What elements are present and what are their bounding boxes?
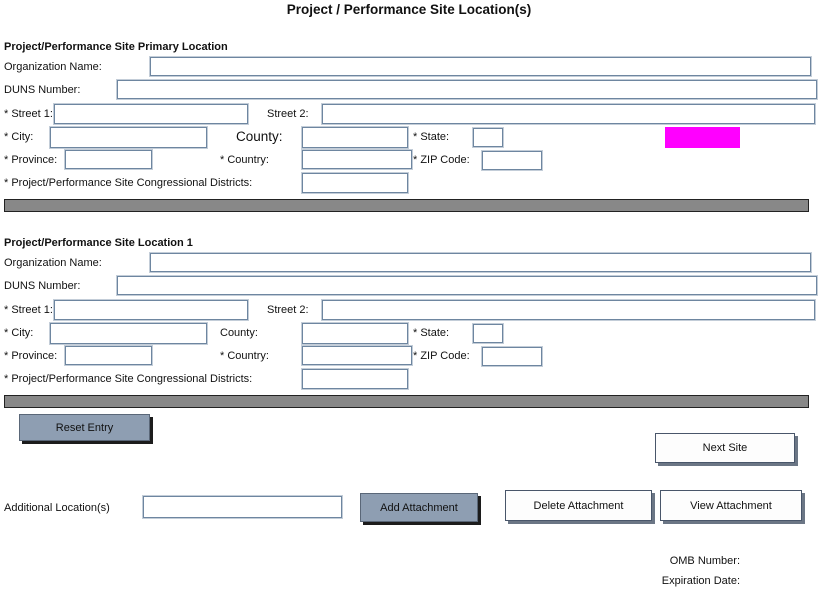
duns-number-label: DUNS Number:	[4, 280, 81, 292]
street1-label: * Street 1:	[4, 304, 53, 316]
street2-input[interactable]	[322, 104, 815, 124]
country-input[interactable]	[302, 150, 412, 169]
street2-label: Street 2:	[267, 108, 309, 120]
street1-label: * Street 1:	[4, 108, 53, 120]
omb-number-label: OMB Number:	[669, 555, 740, 567]
next-site-button[interactable]: Next Site	[655, 433, 795, 463]
zip-code-input[interactable]	[482, 347, 542, 366]
street1-input[interactable]	[54, 300, 248, 320]
delete-attachment-button[interactable]: Delete Attachment	[505, 490, 652, 521]
state-label: * State:	[413, 131, 450, 143]
duns-number-input[interactable]	[117, 276, 817, 295]
section-header-primary: Project/Performance Site Primary Locatio…	[4, 41, 228, 53]
state-input[interactable]	[473, 324, 503, 343]
congressional-districts-label: * Project/Performance Site Congressional…	[4, 177, 253, 189]
province-label: * Province:	[4, 154, 58, 166]
view-attachment-button[interactable]: View Attachment	[660, 490, 802, 521]
duns-number-label: DUNS Number:	[4, 84, 81, 96]
section-header-location-1: Project/Performance Site Location 1	[4, 237, 193, 249]
page-title: Project / Performance Site Location(s)	[286, 2, 532, 17]
province-label: * Province:	[4, 350, 58, 362]
country-input[interactable]	[302, 346, 412, 365]
zip-code-label: * ZIP Code:	[413, 154, 470, 166]
province-input[interactable]	[65, 346, 152, 365]
city-input[interactable]	[50, 323, 207, 344]
street2-label: Street 2:	[267, 304, 309, 316]
zip-code-input[interactable]	[482, 151, 542, 170]
congressional-districts-input[interactable]	[302, 369, 408, 389]
county-input[interactable]	[302, 323, 408, 344]
county-label: County:	[236, 129, 283, 144]
highlight-box	[665, 127, 740, 148]
county-label: County:	[220, 327, 258, 339]
city-input[interactable]	[50, 127, 207, 148]
add-attachment-button[interactable]: Add Attachment	[360, 493, 478, 522]
county-input[interactable]	[302, 127, 408, 148]
additional-locations-label: Additional Location(s)	[4, 502, 110, 514]
section-separator-bar	[4, 199, 809, 212]
city-label: * City:	[4, 131, 34, 143]
duns-number-input[interactable]	[117, 80, 817, 99]
zip-code-label: * ZIP Code:	[413, 350, 470, 362]
country-label: * Country:	[220, 350, 269, 362]
province-input[interactable]	[65, 150, 152, 169]
organization-name-label: Organization Name:	[4, 61, 102, 73]
organization-name-label: Organization Name:	[4, 257, 102, 269]
organization-name-input[interactable]	[150, 57, 811, 76]
organization-name-input[interactable]	[150, 253, 811, 272]
city-label: * City:	[4, 327, 34, 339]
state-input[interactable]	[473, 128, 503, 147]
street1-input[interactable]	[54, 104, 248, 124]
additional-locations-input[interactable]	[143, 496, 342, 518]
country-label: * Country:	[220, 154, 269, 166]
reset-entry-button[interactable]: Reset Entry	[19, 414, 150, 441]
state-label: * State:	[413, 327, 450, 339]
expiration-date-label: Expiration Date:	[661, 575, 740, 587]
section-separator-bar	[4, 395, 809, 408]
primary-location-section: Project/Performance Site Primary Locatio…	[0, 41, 818, 213]
congressional-districts-input[interactable]	[302, 173, 408, 193]
location-1-section: Project/Performance Site Location 1 Orga…	[0, 237, 818, 409]
street2-input[interactable]	[322, 300, 815, 320]
congressional-districts-label: * Project/Performance Site Congressional…	[4, 373, 253, 385]
